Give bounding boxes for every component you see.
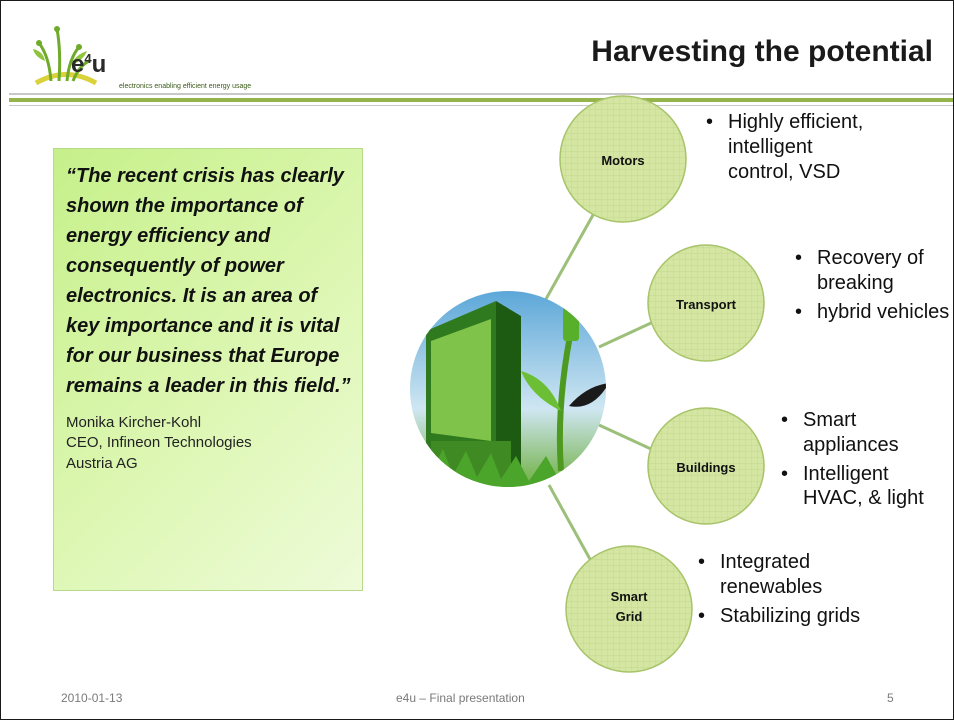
logo-brand: e4u bbox=[71, 51, 107, 78]
green-technology-icon bbox=[410, 291, 606, 487]
bullet-item: Integrated renewables bbox=[698, 550, 868, 600]
quote-text: “The recent crisis has clearly shown the… bbox=[66, 165, 351, 397]
node-motors-label: Motors bbox=[601, 153, 645, 168]
node-transport-label: Transport bbox=[676, 297, 736, 312]
connector-motors bbox=[544, 214, 595, 300]
transport-bullets: Recovery of breaking hybrid vehicles bbox=[795, 246, 951, 328]
footer-center: e4u – Final presentation bbox=[396, 691, 525, 705]
quote-box: “The recent crisis has clearly shown the… bbox=[53, 148, 363, 591]
header-rule bbox=[9, 93, 953, 95]
logo-tagline: electronics enabling efficient energy us… bbox=[119, 83, 252, 90]
plant-logo-icon bbox=[33, 26, 98, 86]
author-name: Monika Kircher-Kohl bbox=[66, 414, 202, 431]
motors-bullets: Highly efficient, intelligent control, V… bbox=[706, 110, 876, 188]
connector-smart-grid bbox=[547, 484, 593, 562]
bullet-item: Stabilizing grids bbox=[698, 604, 868, 629]
slide-title: Harvesting the potential bbox=[591, 35, 933, 68]
bullet-item: Intelligent HVAC, & light bbox=[781, 462, 953, 512]
node-smart-grid-label: Smart Grid bbox=[610, 589, 648, 625]
quote-author: Monika Kircher-Kohl CEO, Infineon Techno… bbox=[66, 413, 352, 474]
smart-grid-bullets: Integrated renewables Stabilizing grids bbox=[698, 550, 868, 632]
bullet-item: Highly efficient, intelligent control, V… bbox=[706, 110, 876, 184]
header-rule-thin bbox=[9, 105, 953, 106]
buildings-bullets: Smart appliances Intelligent HVAC, & lig… bbox=[781, 408, 953, 515]
bullet-item: Recovery of breaking bbox=[795, 246, 951, 296]
header-rule-accent bbox=[9, 98, 953, 102]
page-number: 5 bbox=[887, 691, 894, 705]
author-title: CEO, Infineon Technologies bbox=[66, 434, 252, 452]
bullet-item: hybrid vehicles bbox=[795, 300, 951, 325]
connector-buildings bbox=[598, 423, 652, 451]
connector-transport bbox=[598, 321, 652, 349]
e4u-logo bbox=[31, 21, 311, 101]
bullet-item: Smart appliances bbox=[781, 408, 953, 458]
footer-date: 2010-01-13 bbox=[61, 691, 123, 705]
author-company: Austria AG bbox=[66, 454, 138, 472]
node-buildings-label: Buildings bbox=[676, 460, 736, 475]
